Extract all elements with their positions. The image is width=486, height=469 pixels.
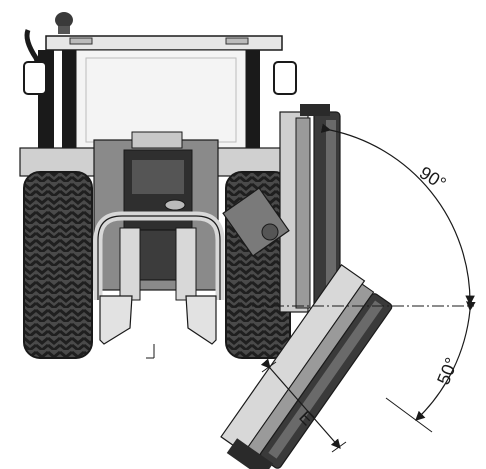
- rear-tire-left: [23, 171, 93, 359]
- arc-50: [415, 301, 476, 421]
- mirror-right: [273, 61, 297, 95]
- tail-light: [164, 199, 186, 211]
- beacon-light: [55, 12, 73, 28]
- arc-90: [320, 123, 475, 306]
- lower-link-left: [99, 295, 133, 345]
- angle-90-label: 90°: [416, 162, 450, 193]
- tractor: [19, 12, 297, 359]
- cab-pillar-right: [246, 50, 260, 150]
- exhaust-pipe: [24, 29, 43, 71]
- lower-link-right: [185, 295, 217, 345]
- e-dimension-line: [260, 358, 341, 449]
- dimensions: [232, 123, 476, 453]
- mirror-left: [23, 61, 47, 95]
- origin-marker: [146, 344, 155, 359]
